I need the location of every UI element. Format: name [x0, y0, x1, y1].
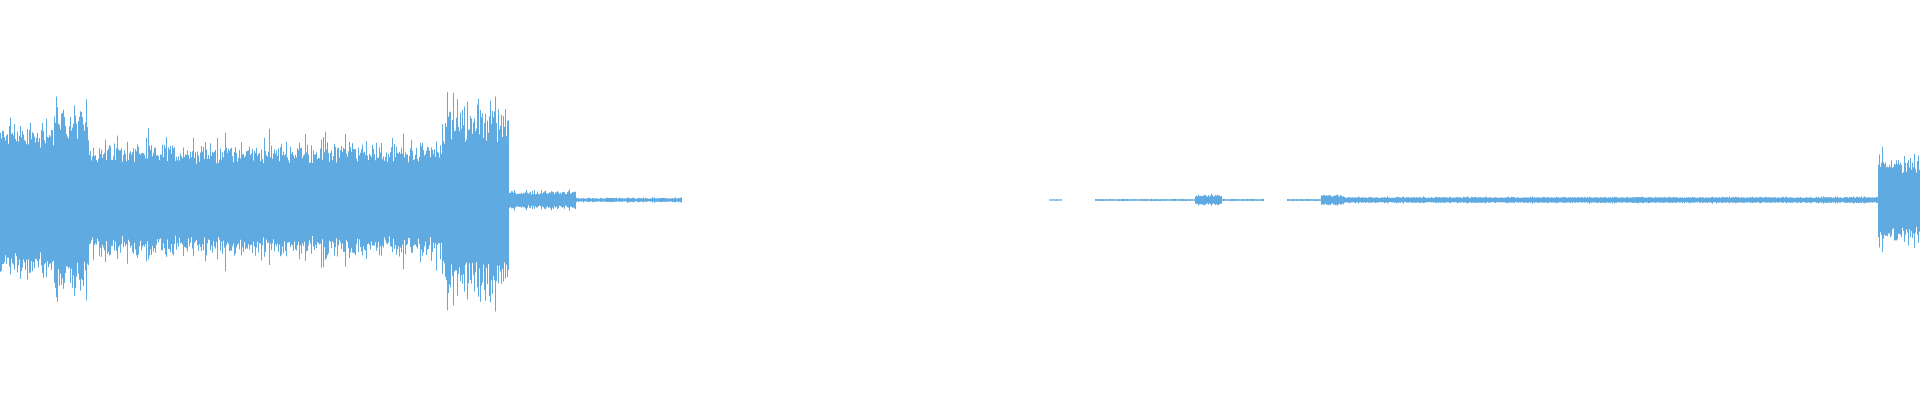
- waveform-body: [0, 92, 1920, 312]
- waveform-bars: [0, 92, 1920, 312]
